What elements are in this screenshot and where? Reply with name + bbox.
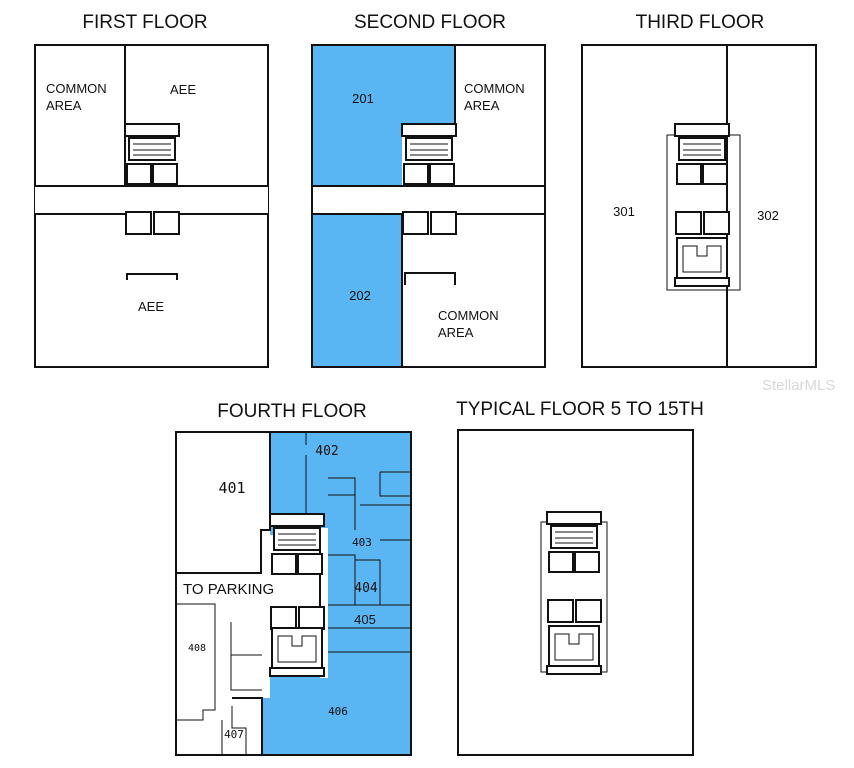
room-label: 201 — [352, 91, 374, 106]
typical-floor-plan: TYPICAL FLOOR 5 TO 15TH — [456, 399, 704, 756]
room-label: 202 — [349, 288, 371, 303]
third-floor-plan: THIRD FLOOR 301 302 — [581, 12, 817, 368]
room-label: 302 — [757, 208, 779, 223]
room-label: AREA — [46, 98, 82, 113]
room-label: 403 — [352, 536, 372, 549]
room-label: 401 — [218, 479, 245, 497]
room-label: AREA — [438, 325, 474, 340]
room-label: COMMON — [438, 308, 499, 323]
room-label: AEE — [170, 82, 196, 97]
room-label: AREA — [464, 98, 500, 113]
first-floor-title: FIRST FLOOR — [82, 12, 207, 33]
room-label: 406 — [328, 705, 348, 718]
room-label: 407 — [224, 728, 244, 741]
room-label: COMMON — [464, 81, 525, 96]
room-label: 404 — [354, 581, 378, 596]
second-floor-title: SECOND FLOOR — [354, 12, 506, 33]
room-label: 402 — [315, 444, 338, 459]
room-label: 301 — [613, 204, 635, 219]
watermark: StellarMLS — [762, 377, 835, 394]
first-floor-plan: FIRST FLOOR COMMON AREA AEE AEE — [34, 12, 269, 368]
room-label: 405 — [354, 612, 376, 627]
third-floor-title: THIRD FLOOR — [636, 12, 765, 33]
second-floor-plan: SECOND FLOOR 201 COMMON AREA 202 COMMON … — [311, 12, 546, 368]
typical-floor-title: TYPICAL FLOOR 5 TO 15TH — [456, 399, 704, 420]
fourth-floor-title: FOURTH FLOOR — [217, 401, 367, 422]
room-label: 408 — [188, 643, 206, 654]
room-label: COMMON — [46, 81, 107, 96]
fourth-floor-plan: FOURTH FLOOR 401 402 403 404 405 406 407… — [175, 401, 412, 756]
room-label: AEE — [138, 299, 164, 314]
corridor-label: TO PARKING — [183, 581, 274, 598]
